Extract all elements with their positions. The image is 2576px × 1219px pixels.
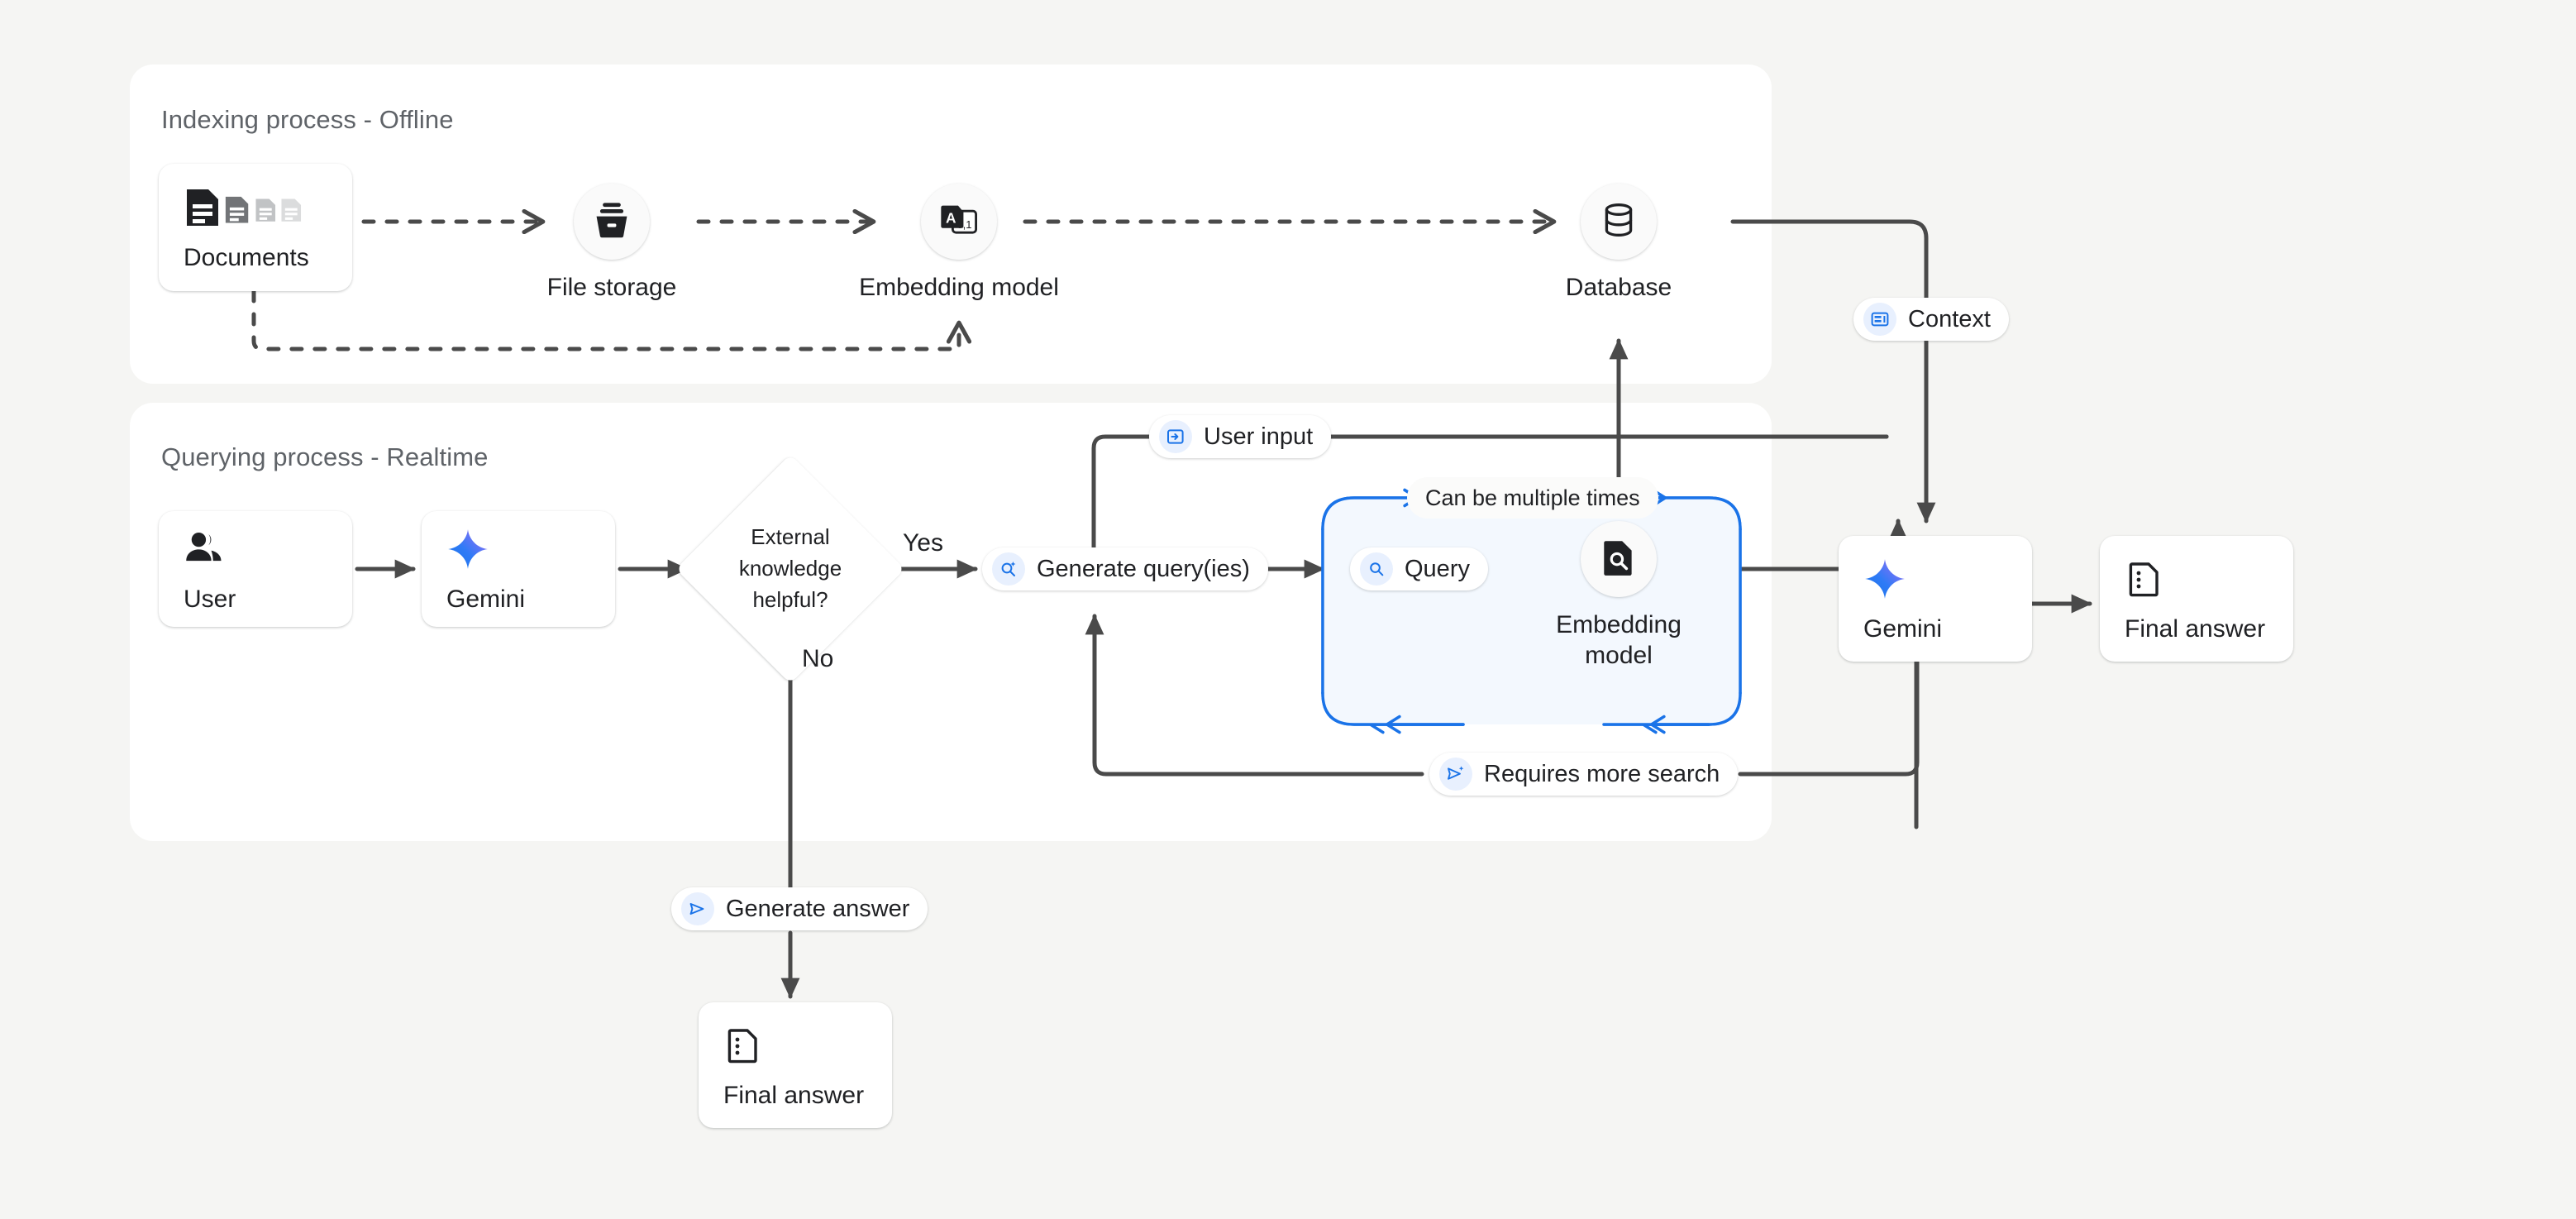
chip-generate-answer[interactable]: Generate answer (671, 887, 928, 930)
node-final-answer-bottom[interactable]: Final answer (699, 1002, 892, 1128)
retrieval-loop-box (1323, 498, 1741, 724)
node-user[interactable]: User (159, 511, 352, 627)
file-storage-icon (590, 198, 633, 246)
gemini-sparkle-icon (1863, 554, 2032, 604)
people-icon (184, 524, 352, 574)
node-documents-label: Documents (184, 244, 309, 271)
svg-text:A: A (946, 209, 956, 226)
chip-requires-more-search-label: Requires more search (1484, 760, 1720, 787)
documents-icon (184, 183, 352, 232)
node-embedding-model-query[interactable]: Embedding model (1556, 521, 1682, 671)
chip-generate-query-label: Generate query(ies) (1037, 555, 1250, 582)
node-documents[interactable]: Documents (159, 164, 352, 291)
answer-doc-icon (723, 1021, 892, 1070)
text-to-vector-icon: 0,1 A (937, 198, 980, 246)
node-file-storage[interactable]: File storage (547, 184, 676, 304)
node-database[interactable]: Database (1566, 184, 1672, 304)
decision-label: External knowledge helpful? (738, 524, 842, 612)
document-search-icon (1598, 537, 1639, 582)
panel-querying-title: Querying process - Realtime (161, 442, 489, 471)
node-gemini-right[interactable]: Gemini (1839, 536, 2032, 662)
chip-can-be-multiple-times-label: Can be multiple times (1425, 485, 1640, 510)
send-icon (681, 892, 714, 925)
chip-user-input-label: User input (1204, 423, 1314, 450)
node-final-answer-bottom-label: Final answer (723, 1082, 865, 1109)
edge-label-yes: Yes (903, 529, 943, 557)
node-embedding-model-query-label: Embedding model (1556, 611, 1682, 669)
search-sparkle-icon (992, 552, 1025, 586)
panel-indexing-title: Indexing process - Offline (161, 105, 454, 134)
node-gemini-left[interactable]: Gemini (422, 511, 615, 627)
node-embedding-model-label: Embedding model (859, 274, 1059, 301)
context-panel-icon (1863, 303, 1896, 336)
decision-external-knowledge[interactable]: External knowledge helpful? (675, 454, 905, 684)
chip-requires-more-search[interactable]: Requires more search (1429, 753, 1739, 796)
input-arrow-icon (1159, 420, 1192, 453)
chip-context[interactable]: Context (1853, 298, 2009, 341)
send-sparkle-icon (1439, 758, 1472, 791)
node-database-label: Database (1565, 274, 1672, 301)
node-final-answer-right-label: Final answer (2125, 615, 2266, 643)
node-user-label: User (184, 586, 236, 613)
chip-generate-answer-label: Generate answer (726, 895, 910, 922)
database-icon (1598, 199, 1639, 245)
node-final-answer-right[interactable]: Final answer (2100, 536, 2293, 662)
chip-user-input[interactable]: User input (1149, 415, 1332, 458)
chip-context-label: Context (1908, 305, 1991, 332)
magnifier-icon (1360, 552, 1393, 586)
node-gemini-left-label: Gemini (446, 586, 526, 613)
chip-can-be-multiple-times: Can be multiple times (1407, 477, 1658, 519)
chip-query[interactable]: Query (1350, 547, 1488, 590)
node-gemini-right-label: Gemini (1863, 615, 1943, 643)
node-embedding-model[interactable]: 0,1 A Embedding model (859, 184, 1059, 304)
answer-doc-icon (2125, 554, 2293, 604)
chip-generate-query[interactable]: Generate query(ies) (982, 547, 1268, 590)
node-file-storage-label: File storage (546, 274, 677, 301)
edge-label-no: No (802, 645, 834, 672)
chip-query-label: Query (1405, 555, 1470, 582)
gemini-sparkle-icon (446, 524, 615, 574)
